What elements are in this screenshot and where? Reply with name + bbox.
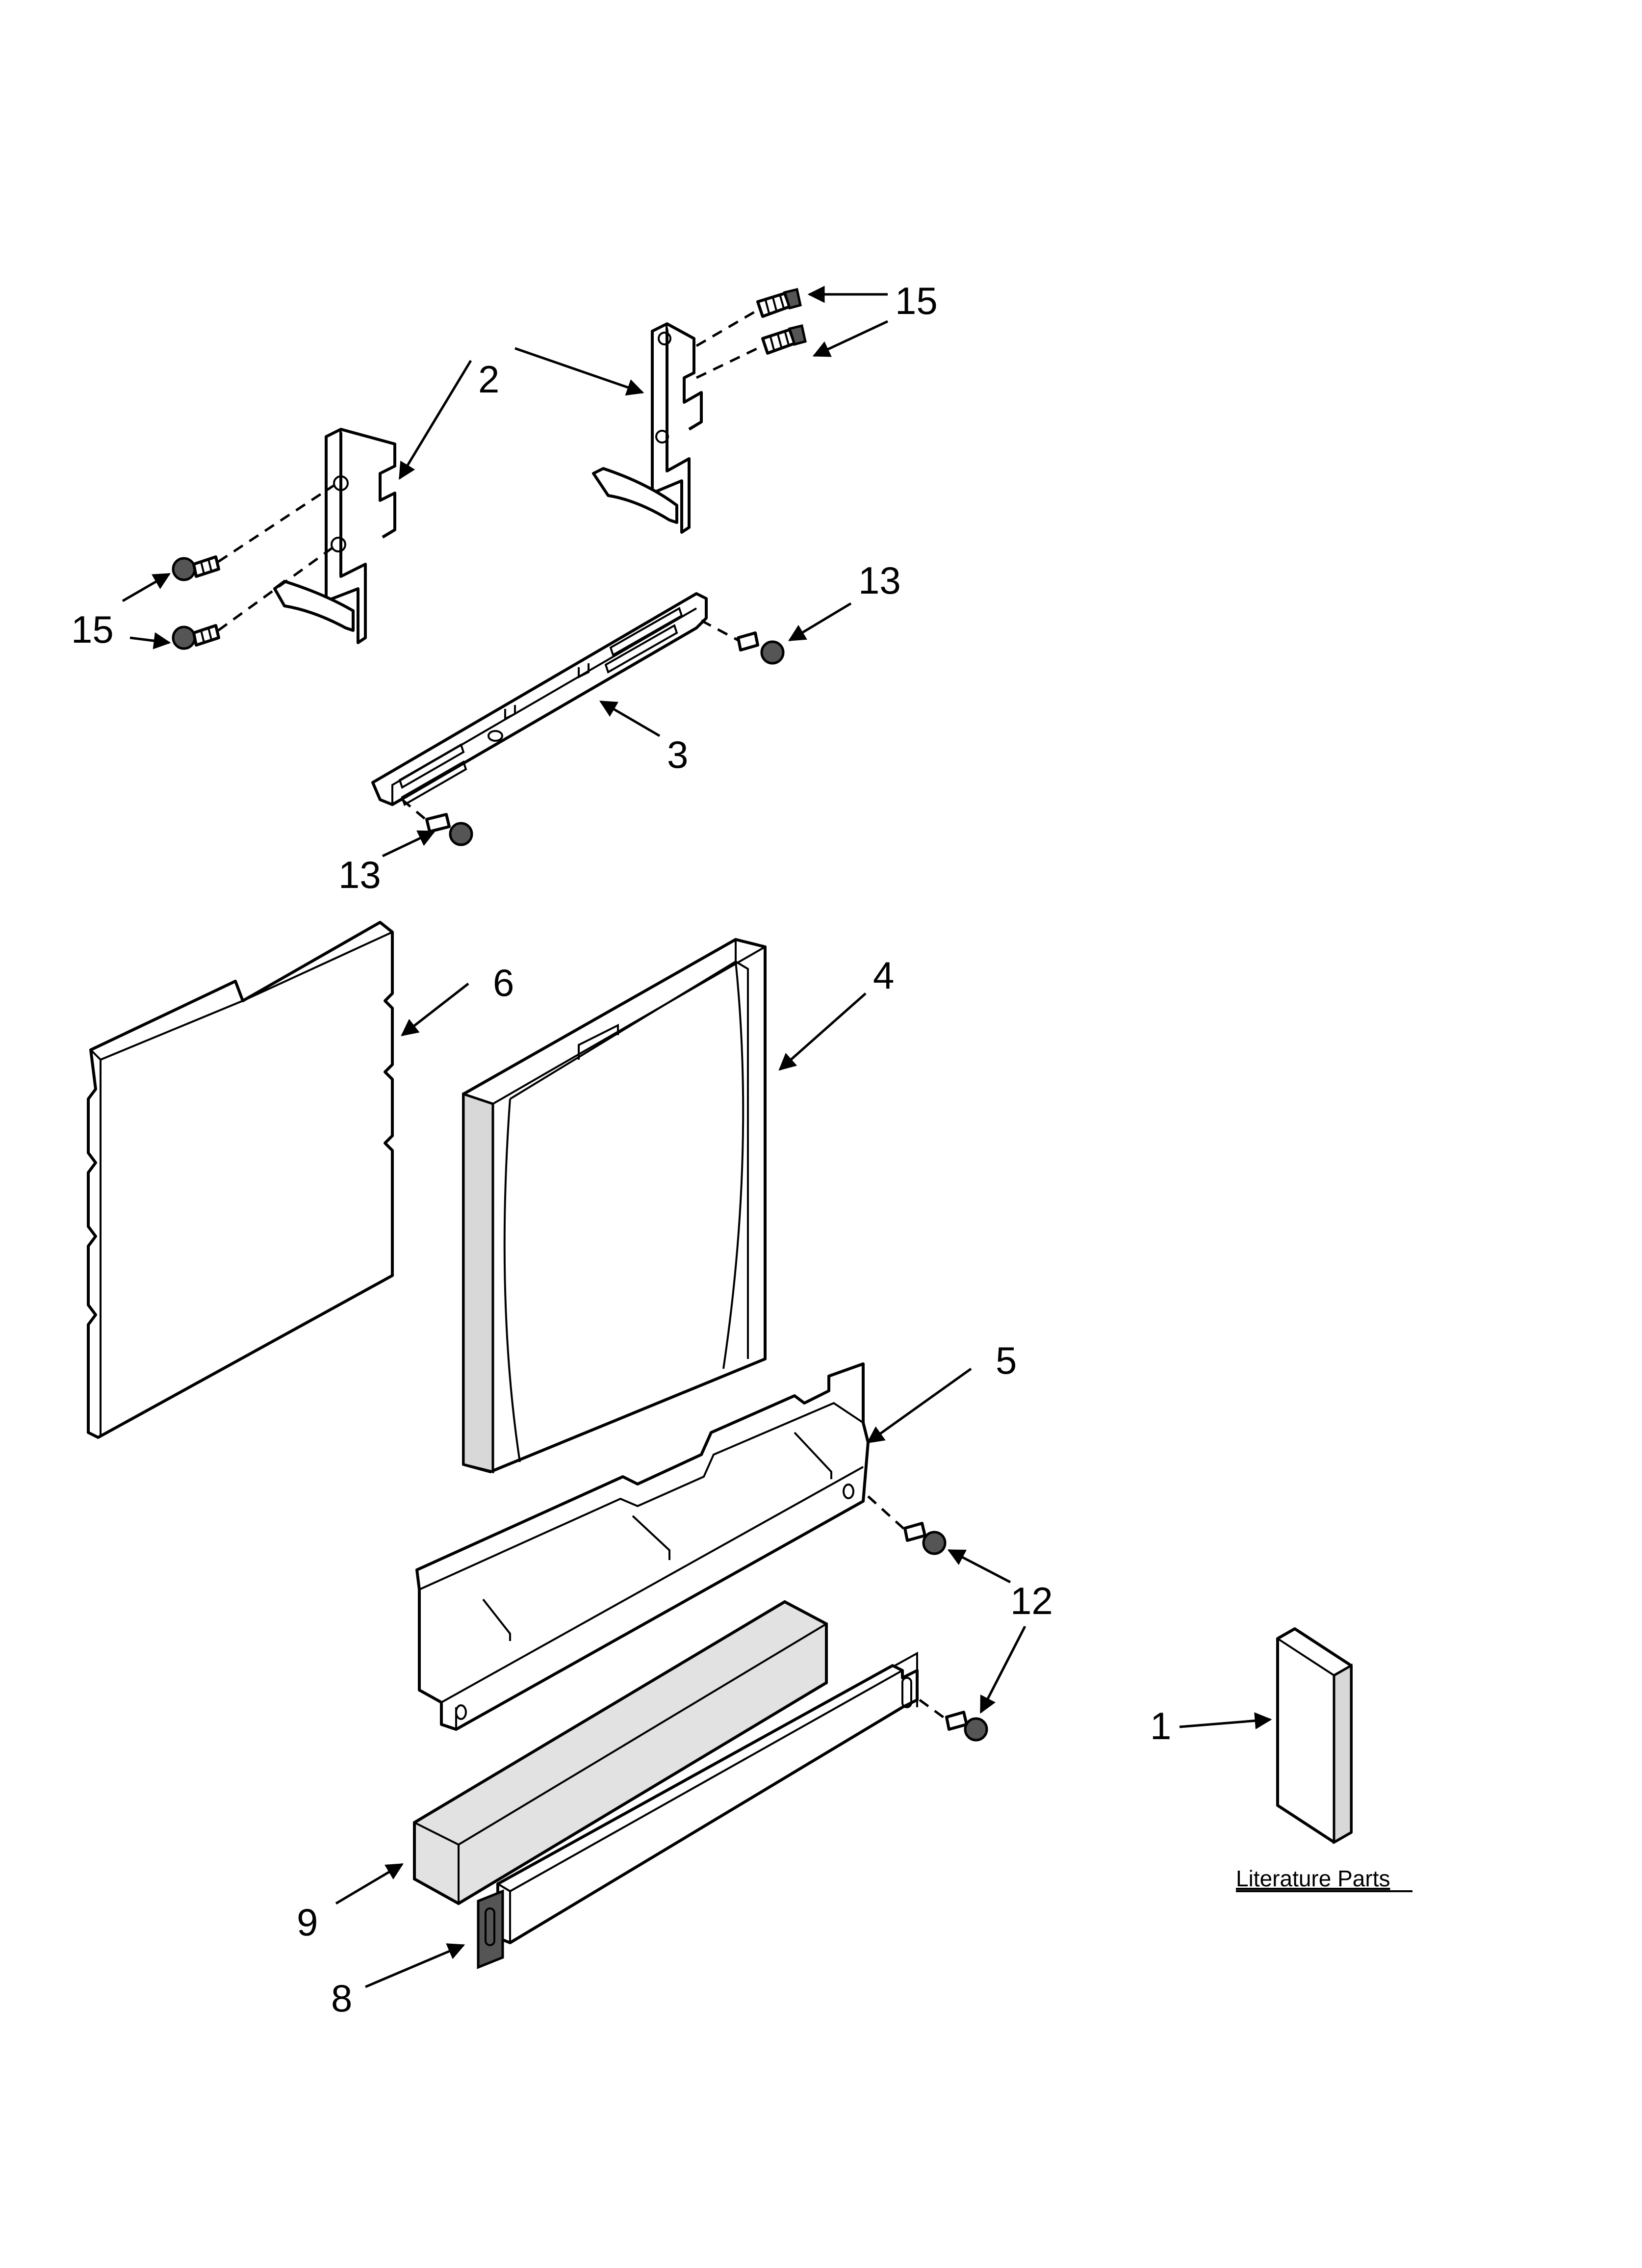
callout-6: 6	[493, 961, 514, 1004]
callout-3: 3	[667, 733, 688, 776]
screw-13-left	[425, 813, 473, 846]
side-panel	[87, 921, 394, 1439]
callout-15-left: 15	[71, 608, 114, 651]
door-panel	[462, 938, 767, 1474]
callout-13-right: 13	[858, 559, 901, 602]
screw-15-left-lower	[172, 624, 220, 650]
toe-panel	[415, 1362, 870, 1731]
callout-2: 2	[478, 358, 499, 401]
callout-5: 5	[996, 1339, 1017, 1382]
screw-15-top-upper	[756, 287, 802, 318]
screw-15-top-lower	[761, 324, 807, 355]
callout-12: 12	[1010, 1579, 1053, 1622]
kick-plate-strip	[477, 1651, 919, 1969]
screw-13-right	[737, 631, 785, 665]
literature-book	[1276, 1627, 1353, 1845]
screw-12-upper	[903, 1522, 947, 1555]
callout-1: 1	[1150, 1704, 1171, 1747]
mounting-bracket-right	[592, 322, 703, 534]
callout-8: 8	[331, 1977, 352, 2020]
mounting-bracket-left	[273, 428, 396, 644]
mounting-rail	[371, 592, 708, 806]
callout-9: 9	[297, 1901, 318, 1944]
leader-lines	[122, 286, 1272, 1988]
literature-parts-label: Literature Parts	[1236, 1866, 1390, 1891]
insulation-block	[413, 1600, 828, 1905]
callout-15-top: 15	[895, 279, 938, 322]
screw-12-lower	[945, 1711, 988, 1742]
screw-15-left-upper	[172, 555, 220, 581]
callout-13-left: 13	[338, 853, 381, 896]
callout-4: 4	[873, 954, 894, 997]
